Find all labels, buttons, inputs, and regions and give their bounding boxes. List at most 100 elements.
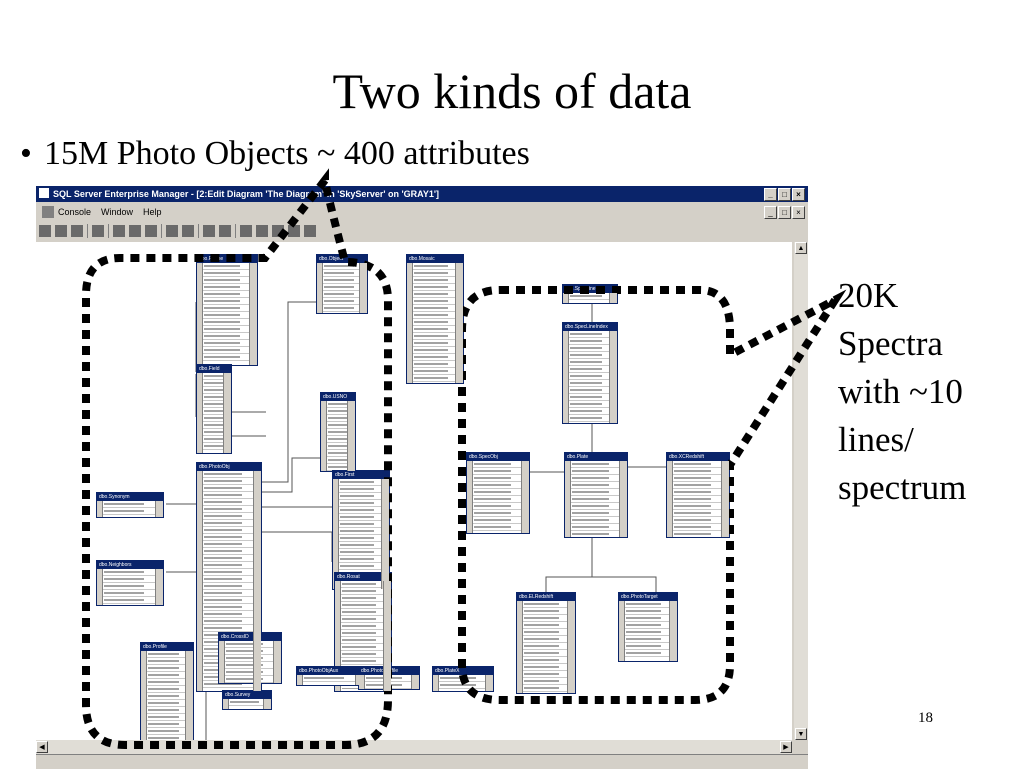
scroll-down-arrow[interactable]: ▼ [795, 728, 807, 740]
table-scrollbar[interactable] [567, 601, 575, 693]
table-header[interactable]: dbo.PlateX [433, 667, 493, 675]
layout-icon[interactable] [219, 225, 231, 237]
table-scrollbar[interactable] [411, 675, 419, 689]
table-header[interactable]: dbo.SpecLineIndex [563, 323, 617, 331]
menu-window[interactable]: Window [101, 207, 134, 217]
vertical-scrollbar[interactable]: ▲ ▼ [794, 242, 808, 740]
table-header[interactable]: dbo.XCRedshift [667, 453, 729, 461]
table-synonym[interactable]: dbo.Synonym [96, 492, 164, 518]
table-header[interactable]: dbo.CrossID [219, 633, 281, 641]
table-object[interactable]: dbo.Object [316, 254, 368, 314]
table-frame[interactable]: dbo.Frame [196, 254, 258, 366]
table-scrollbar[interactable] [263, 699, 271, 709]
table-header[interactable]: dbo.PhotoTarget [619, 593, 677, 601]
table-scrollbar[interactable] [155, 501, 163, 517]
table-scrollbar[interactable] [249, 263, 257, 365]
table-specline[interactable]: dbo.SpecLine [562, 284, 618, 304]
properties-icon[interactable] [55, 225, 67, 237]
paste-icon[interactable] [145, 225, 157, 237]
table-columns [433, 675, 493, 691]
manage-indexes-icon[interactable] [256, 225, 268, 237]
print-icon[interactable] [71, 225, 83, 237]
table-header[interactable]: dbo.USNO [321, 393, 355, 401]
menu-console[interactable]: Console [58, 207, 92, 217]
table-scrollbar[interactable] [669, 601, 677, 661]
menu-help[interactable]: Help [143, 207, 162, 217]
horizontal-scrollbar[interactable]: ◀ ▶ [36, 740, 792, 754]
table-header[interactable]: dbo.ELRedshift [517, 593, 575, 601]
cut-icon[interactable] [113, 225, 125, 237]
doc-close-button[interactable]: × [792, 206, 805, 219]
doc-minimize-button[interactable]: _ [764, 206, 777, 219]
copy-icon[interactable] [129, 225, 141, 237]
table-icon[interactable] [92, 225, 104, 237]
table-scrollbar[interactable] [521, 461, 529, 533]
table-profile[interactable]: dbo.Profile [140, 642, 194, 740]
relationships-icon[interactable] [272, 225, 284, 237]
menu-bar: Console Window Help _ □ × [36, 204, 808, 220]
table-plate[interactable]: dbo.Plate [564, 452, 628, 538]
table-photoobjaux[interactable]: dbo.PhotoObjAux [296, 666, 364, 686]
table-header[interactable]: dbo.Profile [141, 643, 193, 651]
zoom-icon[interactable] [203, 225, 215, 237]
table-platex[interactable]: dbo.PlateX [432, 666, 494, 692]
table-header[interactable]: dbo.Field [197, 365, 231, 373]
doc-restore-button[interactable]: □ [778, 206, 791, 219]
key-icon[interactable] [240, 225, 252, 237]
table-header[interactable]: dbo.Survey [223, 691, 271, 699]
scroll-left-arrow[interactable]: ◀ [36, 741, 48, 753]
table-header[interactable]: dbo.Neighbors [97, 561, 163, 569]
table-scrollbar[interactable] [381, 479, 389, 589]
table-usno[interactable]: dbo.USNO [320, 392, 356, 472]
table-header[interactable]: dbo.SpecLine [563, 285, 617, 293]
scroll-right-arrow[interactable]: ▶ [780, 741, 792, 753]
table-field[interactable]: dbo.Field [196, 364, 232, 454]
diagram-canvas[interactable]: dbo.Frame dbo.Field dbo.PhotoObj dbo.Synony… [36, 242, 792, 740]
table-scrollbar[interactable] [273, 641, 281, 683]
table-scrollbar[interactable] [253, 471, 261, 691]
table-header[interactable]: dbo.Mosaic [407, 255, 463, 263]
table-speclineindex[interactable]: dbo.SpecLineIndex [562, 322, 618, 424]
save-icon[interactable] [39, 225, 51, 237]
table-scrollbar[interactable] [185, 651, 193, 740]
table-columns [97, 569, 163, 605]
table-scrollbar[interactable] [155, 569, 163, 605]
table-xcredshift[interactable]: dbo.XCRedshift [666, 452, 730, 538]
table-scrollbar[interactable] [619, 461, 627, 537]
label-icon[interactable] [288, 225, 300, 237]
table-survey[interactable]: dbo.Survey [222, 690, 272, 710]
maximize-button[interactable]: □ [778, 188, 791, 201]
table-header[interactable]: dbo.SpecObj [467, 453, 529, 461]
table-scrollbar[interactable] [609, 293, 617, 303]
table-header[interactable]: dbo.PhotoObj [197, 463, 261, 471]
table-scrollbar[interactable] [455, 263, 463, 383]
table-scrollbar[interactable] [609, 331, 617, 423]
table-scrollbar[interactable] [223, 373, 231, 453]
table-header[interactable]: dbo.Frame [197, 255, 257, 263]
table-crossid[interactable]: dbo.CrossID [218, 632, 282, 684]
table-header[interactable]: dbo.Plate [565, 453, 627, 461]
table-header[interactable]: dbo.Object [317, 255, 367, 263]
table-mosaic[interactable]: dbo.Mosaic [406, 254, 464, 384]
table-scrollbar[interactable] [347, 401, 355, 471]
table-header[interactable]: dbo.PhotoObjAux [297, 667, 363, 675]
table-neighbors[interactable]: dbo.Neighbors [96, 560, 164, 606]
add-table-icon[interactable] [182, 225, 194, 237]
close-button[interactable]: × [792, 188, 805, 201]
table-phototarget[interactable]: dbo.PhotoTarget [618, 592, 678, 662]
table-scrollbar[interactable] [383, 581, 391, 691]
table-scrollbar[interactable] [355, 675, 363, 685]
arrange-icon[interactable] [304, 225, 316, 237]
table-header[interactable]: dbo.Synonym [97, 493, 163, 501]
scroll-up-arrow[interactable]: ▲ [795, 242, 807, 254]
page-number: 18 [918, 710, 933, 726]
minimize-button[interactable]: _ [764, 188, 777, 201]
table-scrollbar[interactable] [485, 675, 493, 691]
table-header[interactable]: dbo.First [333, 471, 389, 479]
new-table-icon[interactable] [166, 225, 178, 237]
table-scrollbar[interactable] [721, 461, 729, 537]
table-scrollbar[interactable] [359, 263, 367, 313]
app-window: SQL Server Enterprise Manager - [2:Edit … [36, 186, 808, 769]
table-elredshift[interactable]: dbo.ELRedshift [516, 592, 576, 694]
table-specobj[interactable]: dbo.SpecObj [466, 452, 530, 534]
